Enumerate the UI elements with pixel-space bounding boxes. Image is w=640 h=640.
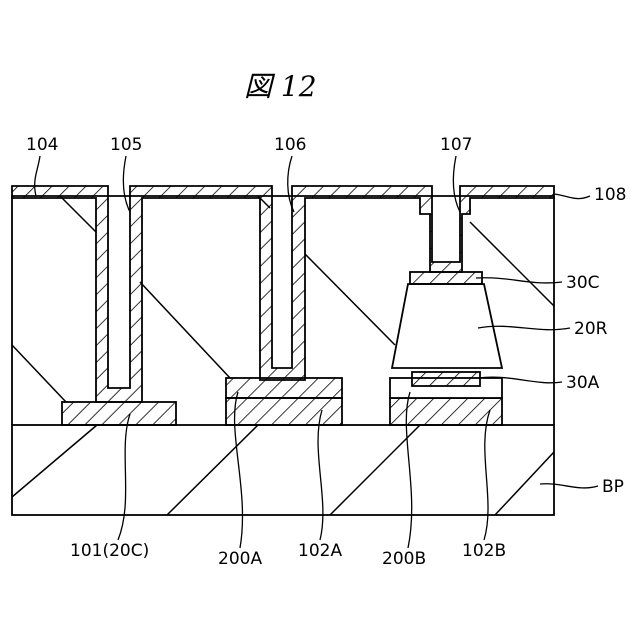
label-106: 106 [274,135,306,155]
label-30a: 30A [566,373,600,393]
leader-101 [118,414,130,540]
label-107: 107 [440,135,472,155]
layer-30c [410,272,482,284]
label-101: 101(20C) [70,541,149,561]
label-200a: 200A [218,549,262,569]
leader-105 [123,156,130,212]
leader-bp [540,484,598,488]
label-bp: BP [602,477,624,497]
electrode-102a [226,398,342,425]
label-20r: 20R [574,319,608,339]
layer-30a [412,372,480,386]
label-200b: 200B [382,549,426,569]
element-20r [392,284,502,368]
label-102b: 102B [462,541,506,561]
substrate-hatch [12,425,554,515]
leader-102a [318,410,323,540]
layer-200a [226,378,342,398]
leader-102b [484,410,490,540]
leader-107 [453,156,460,212]
label-104: 104 [26,135,58,155]
figure-title: 図 12 [244,70,317,103]
substrate-bp [12,425,554,515]
leader-30c [476,278,562,283]
label-108: 108 [594,185,626,205]
label-105: 105 [110,135,142,155]
pad-101 [62,402,176,425]
label-30c: 30C [566,273,600,293]
leader-108 [554,194,590,199]
label-102a: 102A [298,541,342,561]
